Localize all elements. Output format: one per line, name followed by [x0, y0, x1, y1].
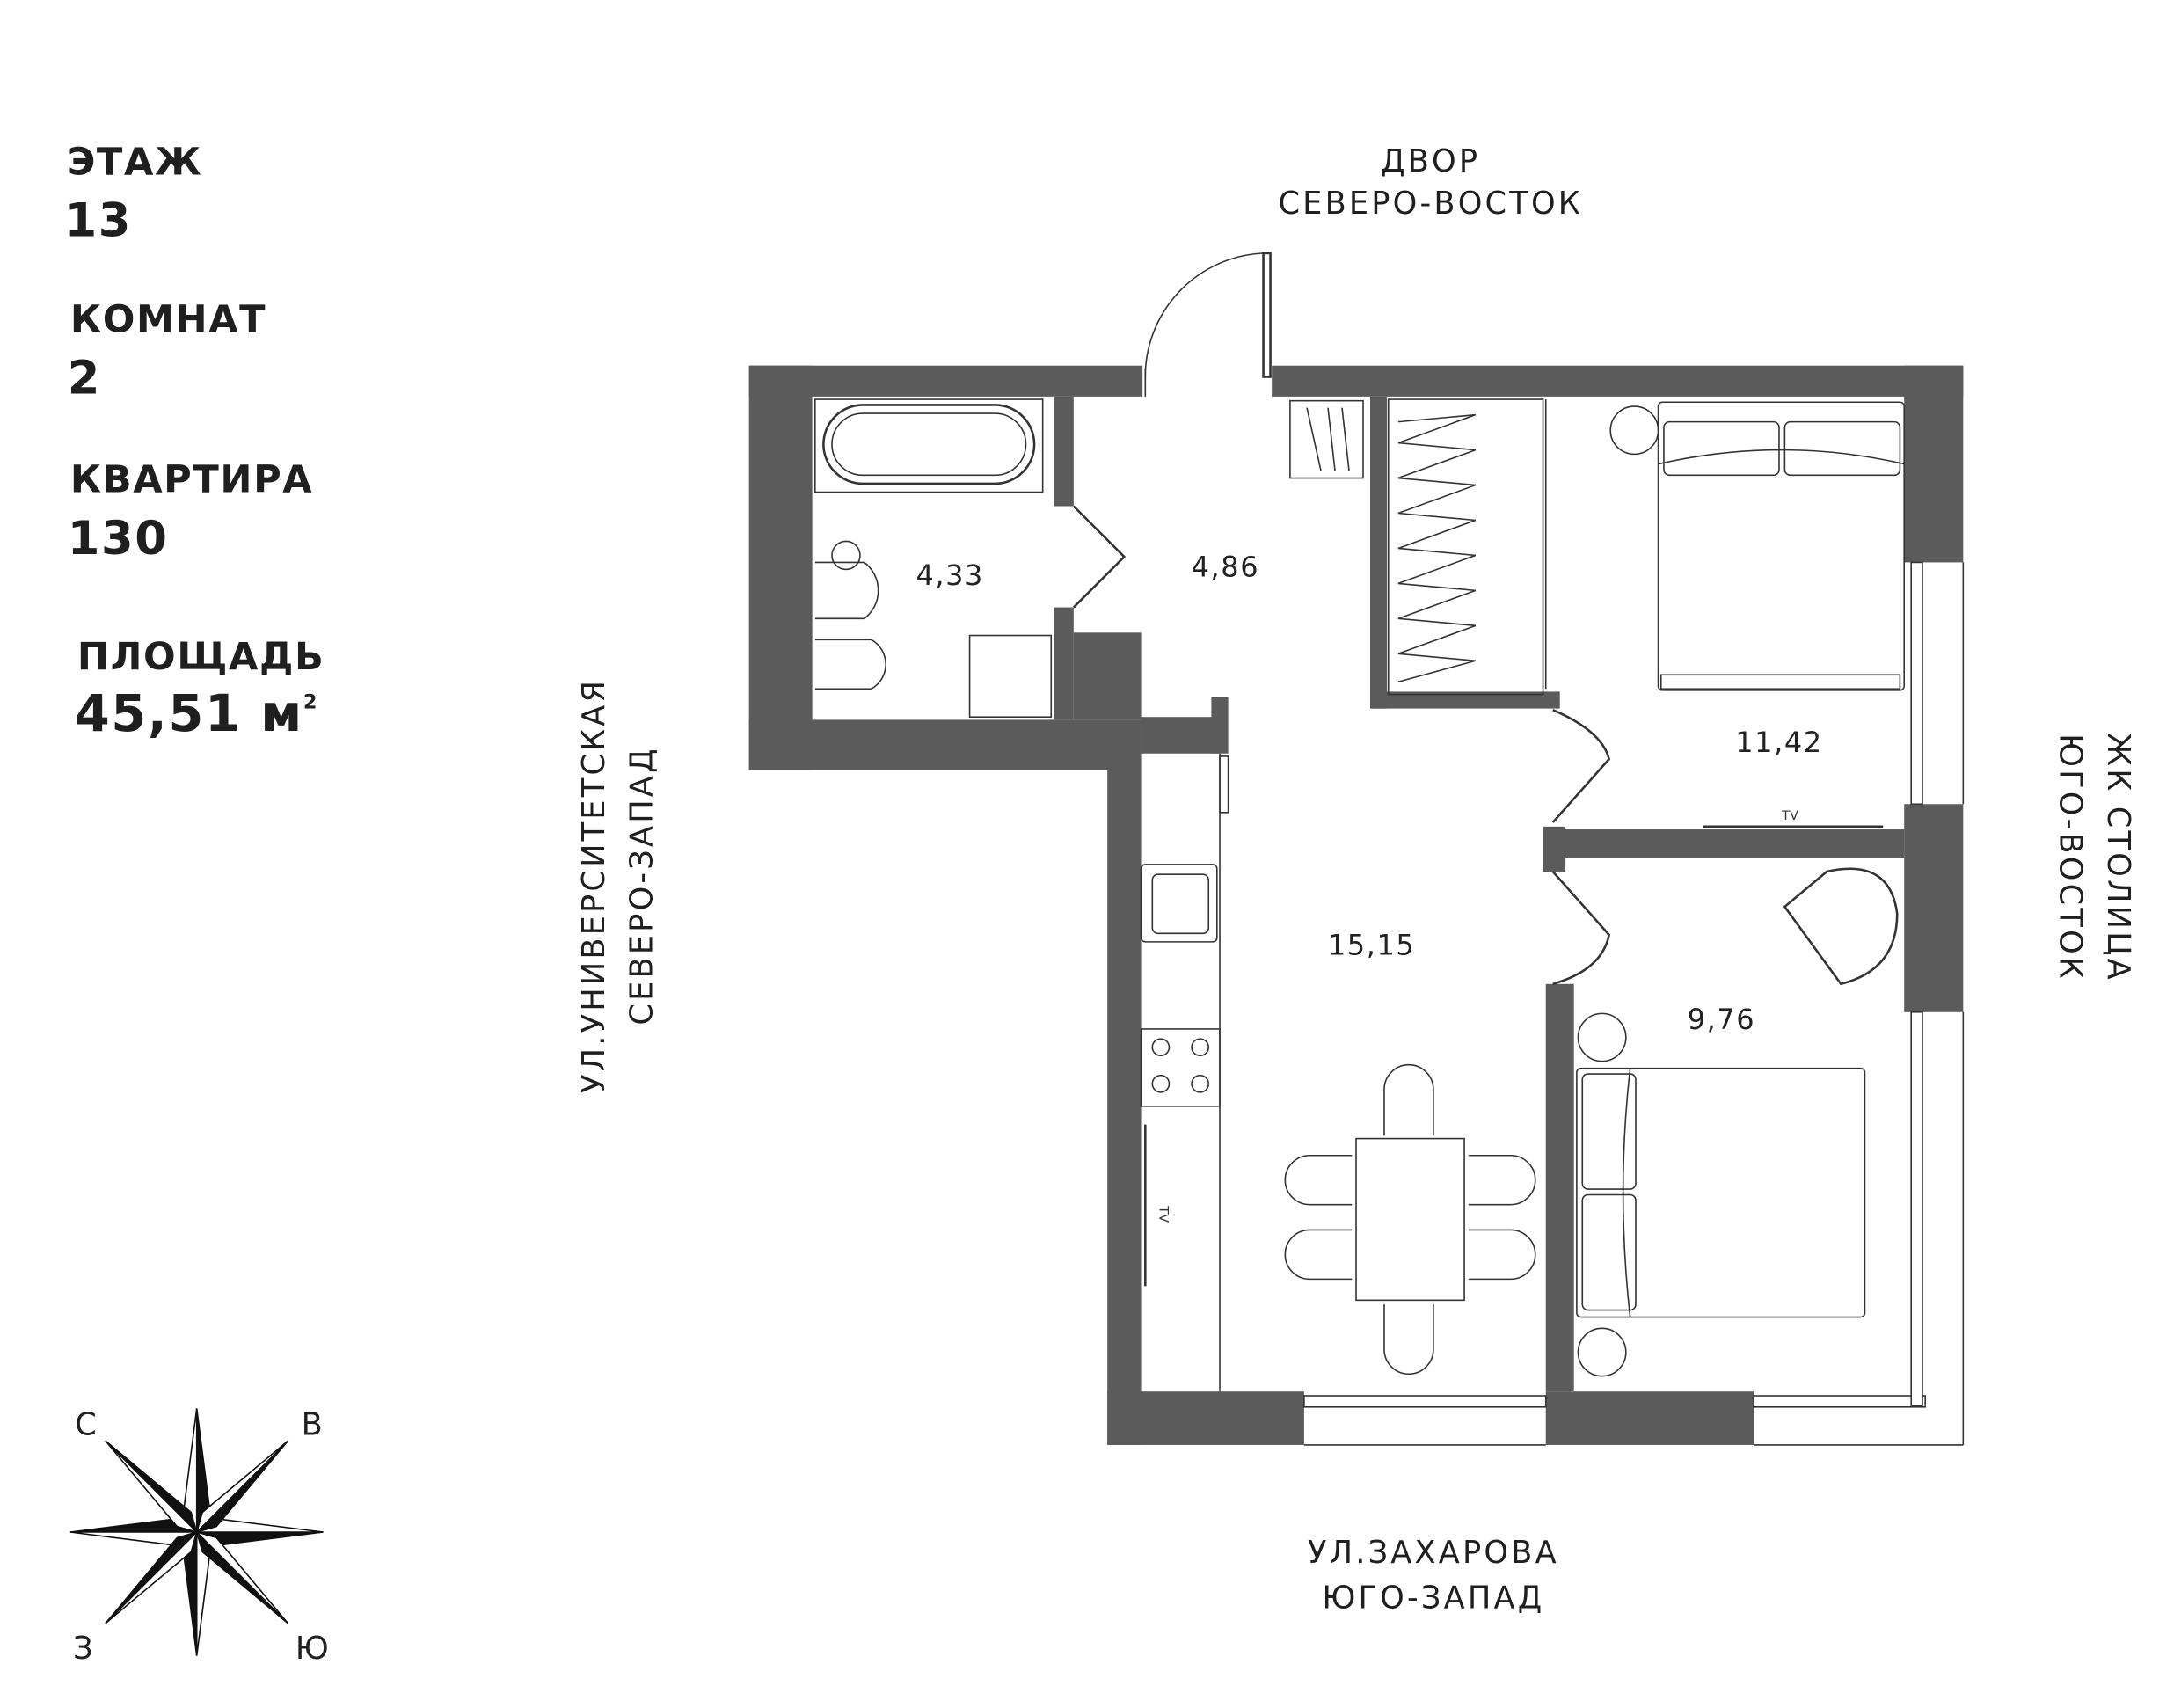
- compass-south: Ю: [295, 1631, 332, 1667]
- chair-icon: [1468, 1229, 1536, 1281]
- left-direction-line1: УЛ.УНИВЕРСИТЕТСКАЯ: [576, 678, 612, 1093]
- doors: [1072, 252, 1611, 986]
- top-direction-line1: ДВОР: [1381, 143, 1480, 179]
- compass-north: С: [75, 1407, 99, 1443]
- nightstand-icon: [1577, 1327, 1627, 1377]
- windows: [1303, 561, 1965, 1446]
- bedroom-large-door[interactable]: [1551, 709, 1611, 823]
- bathroom-fixtures: [814, 398, 1053, 718]
- floor-value: 13: [65, 194, 133, 248]
- nightstand-icon: [1577, 1012, 1627, 1062]
- area-unit-sup: 2: [303, 691, 318, 714]
- top-direction-line2: СЕВЕРО-ВОСТОК: [1278, 186, 1583, 222]
- walls: [748, 365, 1964, 1445]
- area-value: 45,51 м2: [75, 684, 318, 743]
- area-number: 45,51 м: [75, 684, 303, 743]
- chair-icon: [1284, 1154, 1353, 1206]
- rooms-value: 2: [68, 352, 101, 405]
- room-area-bedroom-large: 11,42: [1735, 726, 1822, 759]
- kitchen-sink-icon: [1140, 864, 1218, 943]
- right-direction-line1: ЖК СТОЛИЦА: [2100, 733, 2136, 982]
- bedroom-small-door[interactable]: [1551, 871, 1611, 986]
- chair-icon: [1383, 1304, 1434, 1376]
- apartment-label: КВАРТИРА: [70, 458, 313, 502]
- double-bed-icon: [1576, 1067, 1866, 1318]
- hall-wardrobe: [1289, 399, 1364, 479]
- entrance-door[interactable]: [1262, 252, 1272, 378]
- room-area-kitchen-living: 15,15: [1328, 928, 1415, 961]
- compass-west: З: [73, 1631, 96, 1667]
- bathtub-icon: [822, 404, 1036, 485]
- wardrobe-hangers: [1397, 413, 1477, 683]
- room-area-bedroom-small: 9,76: [1688, 1003, 1756, 1036]
- rooms-label: КОМНАТ: [70, 297, 266, 341]
- chair-icon: [1284, 1229, 1353, 1281]
- armchair-icon: [1783, 867, 1899, 986]
- sink-icon: [814, 561, 879, 620]
- double-bed-icon: [1657, 401, 1906, 691]
- chair-icon: [1468, 1154, 1536, 1206]
- washing-machine-icon: [968, 634, 1053, 718]
- left-direction-line2: СЕВЕРО-ЗАПАД: [624, 746, 660, 1025]
- dining-table-icon: [1355, 1137, 1465, 1302]
- bedroom-small-furniture: [1576, 867, 1899, 1377]
- floor-label: ЭТАЖ: [68, 140, 203, 184]
- right-direction-line2: ЮГО-ВОСТОК: [2053, 734, 2089, 982]
- stove-icon: [1140, 1028, 1221, 1107]
- bottom-direction-line2: ЮГО-ЗАПАД: [1322, 1580, 1544, 1616]
- apartment-value: 130: [68, 512, 169, 566]
- area-label: ПЛОЩАДЬ: [77, 635, 325, 679]
- compass-rose-icon: [69, 1408, 324, 1656]
- chair-icon: [1383, 1063, 1434, 1136]
- bottom-direction-line1: УЛ.ЗАХАРОВА: [1308, 1535, 1559, 1571]
- tv-bedroom-label: TV: [1781, 809, 1798, 823]
- info-panel: ЭТАЖ 13 КОМНАТ 2 КВАРТИРА 130 ПЛОЩАДЬ 45…: [65, 140, 325, 743]
- toilet-icon: [814, 639, 886, 690]
- bathroom-door[interactable]: [1072, 505, 1127, 609]
- bedroom-large-furniture: TV: [1387, 398, 1906, 828]
- compass-east: В: [302, 1407, 325, 1443]
- nightstand-icon: [1609, 405, 1659, 456]
- kitchen-furniture: TV: [1140, 753, 1536, 1392]
- room-area-bathroom: 4,33: [915, 558, 984, 592]
- room-area-hallway: 4,86: [1192, 550, 1260, 583]
- tv-kitchen-label: TV: [1156, 1205, 1170, 1223]
